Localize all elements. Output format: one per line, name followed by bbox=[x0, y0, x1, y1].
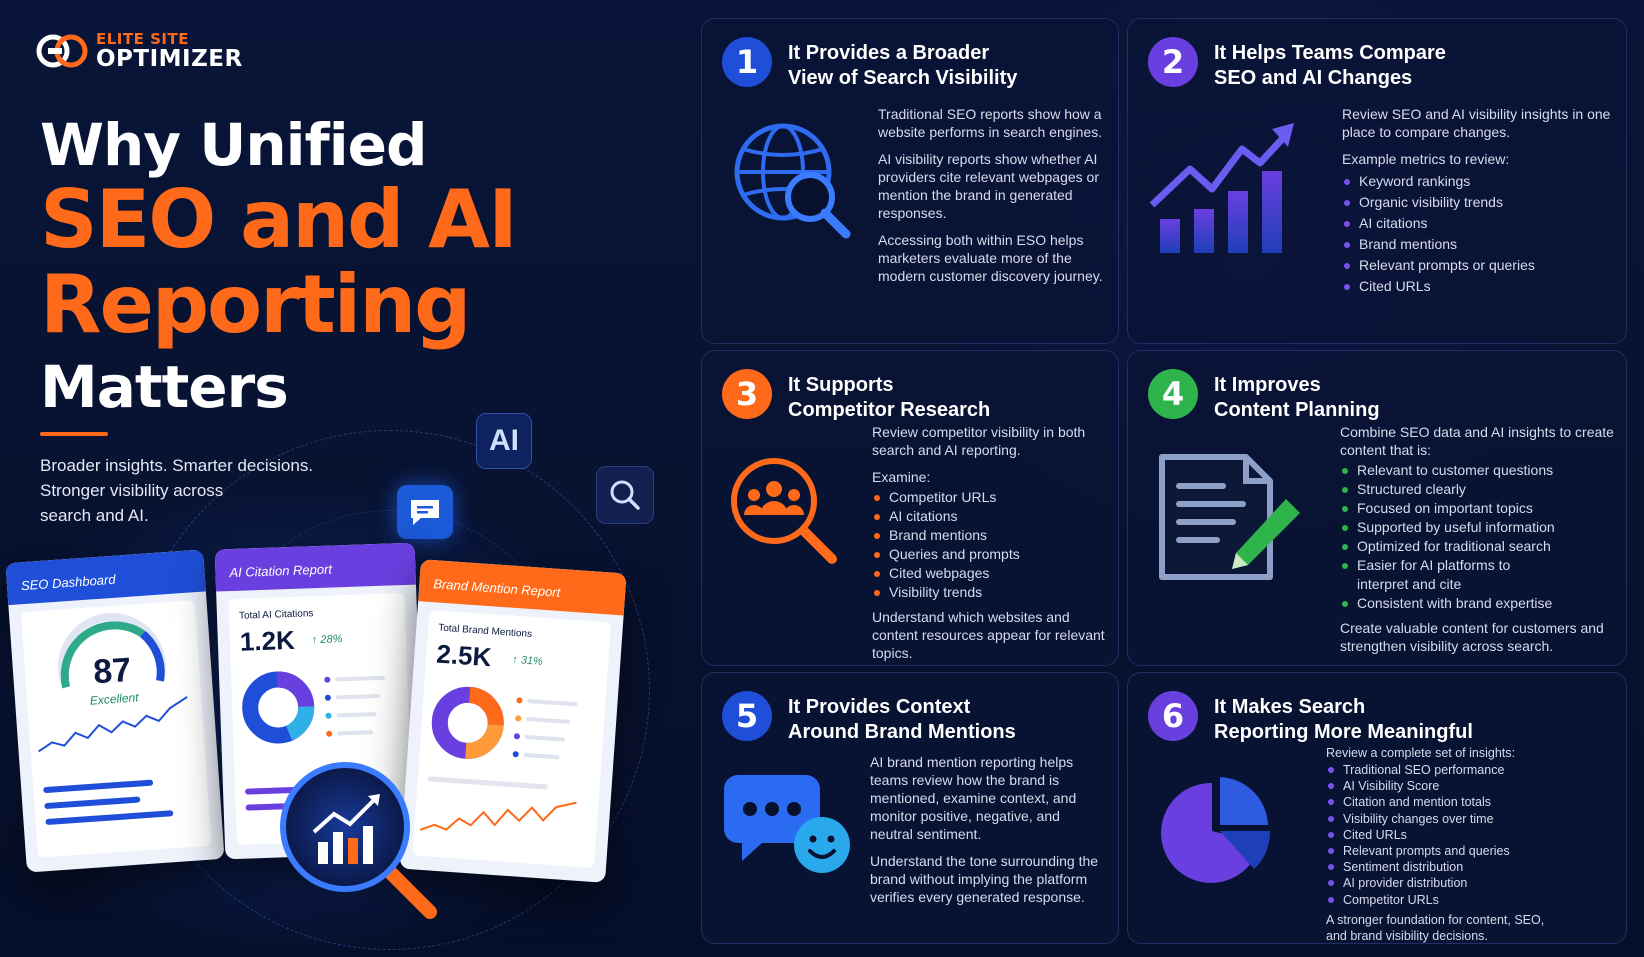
section-body: Review a complete set of insights: Tradi… bbox=[1326, 745, 1622, 944]
section-body: Review competitor visibility in both sea… bbox=[872, 423, 1108, 671]
section-number: 4 bbox=[1148, 369, 1198, 419]
list-item: Optimized for traditional search bbox=[1340, 537, 1624, 556]
citation-metric-label: Total AI Citations bbox=[238, 608, 314, 622]
section-number: 5 bbox=[722, 691, 772, 741]
list-item: Relevant prompts and queries bbox=[1326, 843, 1622, 859]
list-item: AI provider distribution bbox=[1326, 875, 1622, 891]
list-item: Queries and prompts bbox=[872, 545, 1108, 564]
tagline-line: Broader insights. Smarter decisions. bbox=[40, 456, 314, 475]
list-item: AI citations bbox=[1342, 214, 1612, 233]
hero-title-line3: Reporting bbox=[40, 258, 471, 351]
ai-badge: AI bbox=[476, 413, 532, 469]
list-item: Competitor URLs bbox=[872, 488, 1108, 507]
list-item: Relevant prompts or queries bbox=[1342, 256, 1612, 275]
list-item: Supported by useful information bbox=[1340, 518, 1624, 537]
competitor-search-icon bbox=[731, 458, 837, 564]
list-item: Sentiment distribution bbox=[1326, 859, 1622, 875]
tagline-line: search and AI. bbox=[40, 506, 149, 525]
section-body: AI brand mention reporting helps teams r… bbox=[870, 754, 1099, 905]
brand-mention-card[interactable]: Brand Mention Report Total Brand Mention… bbox=[399, 559, 627, 883]
hero-title-line1: Why Unified bbox=[40, 111, 428, 179]
hero-area: ELITE SITE OPTIMIZER Why Unified SEO and… bbox=[0, 0, 690, 957]
section-number: 6 bbox=[1148, 691, 1198, 741]
brand-line1: ELITE SITE bbox=[96, 29, 189, 48]
tagline-line: Stronger visibility across bbox=[40, 481, 224, 500]
list-item: Competitor URLs bbox=[1326, 892, 1622, 908]
chat-sentiment-icon bbox=[724, 775, 850, 873]
brand-line2: OPTIMIZER bbox=[96, 45, 243, 72]
list-item: Relevant to customer questions bbox=[1340, 461, 1624, 480]
hero-title-line4: Matters bbox=[40, 353, 289, 421]
list-item: AI Visibility Score bbox=[1326, 778, 1622, 794]
hero-tagline: Broader insights. Smarter decisions. Str… bbox=[40, 453, 360, 528]
list-item: Visibility trends bbox=[872, 583, 1108, 602]
section-body: Combine SEO data and AI insights to crea… bbox=[1340, 423, 1624, 664]
brand-logo[interactable]: ELITE SITE OPTIMIZER bbox=[36, 30, 243, 72]
section-body: Review SEO and AI visibility insights in… bbox=[1342, 106, 1612, 296]
list-item: Organic visibility trends bbox=[1342, 193, 1612, 212]
seo-dashboard-card[interactable]: SEO Dashboard 87 Excellent bbox=[5, 549, 225, 873]
seo-dashboard-graphics bbox=[38, 613, 188, 825]
list-item: Keyword rankings bbox=[1342, 172, 1612, 191]
ai-citation-title: AI Citation Report bbox=[214, 542, 416, 592]
list-item: AI citations bbox=[872, 507, 1108, 526]
list-item: Cited webpages bbox=[872, 564, 1108, 583]
mention-donut-chart bbox=[419, 686, 578, 831]
mention-value: 2.5K bbox=[435, 638, 493, 673]
list-item: Structured clearly bbox=[1340, 480, 1624, 499]
logo-mark-icon bbox=[36, 34, 88, 68]
list-item: Brand mentions bbox=[1342, 235, 1612, 254]
seo-dashboard-title: SEO Dashboard bbox=[5, 549, 206, 606]
search-icon bbox=[596, 466, 654, 524]
section-number: 1 bbox=[722, 37, 772, 87]
growth-chart-icon bbox=[1149, 123, 1294, 253]
list-item: Visibility changes over time bbox=[1326, 811, 1622, 827]
mention-change: ↑ 31% bbox=[511, 653, 544, 668]
list-item: Consistent with brand expertise bbox=[1340, 594, 1624, 613]
title-underline bbox=[40, 432, 108, 436]
globe-search-icon bbox=[734, 123, 851, 239]
pie-chart-icon bbox=[1161, 777, 1271, 883]
list-item: Easier for AI platforms to bbox=[1340, 556, 1624, 575]
list-item-continued: interpret and cite bbox=[1357, 576, 1462, 592]
list-item: Focused on important topics bbox=[1340, 499, 1624, 518]
document-edit-icon bbox=[1159, 454, 1300, 580]
section-number: 3 bbox=[722, 369, 772, 419]
magnifier-analytics-icon bbox=[280, 762, 437, 919]
citation-change: ↑ 28% bbox=[311, 633, 343, 647]
list-item: Cited URLs bbox=[1342, 277, 1612, 296]
list-item: Brand mentions bbox=[872, 526, 1108, 545]
citation-value: 1.2K bbox=[239, 624, 296, 657]
list-item: Cited URLs bbox=[1326, 827, 1622, 843]
list-item: Citation and mention totals bbox=[1326, 794, 1622, 810]
hero-title-line2: SEO and AI bbox=[40, 173, 518, 266]
section-number: 2 bbox=[1148, 37, 1198, 87]
list-item: Traditional SEO performance bbox=[1326, 762, 1622, 778]
chat-icon bbox=[397, 485, 453, 539]
mention-metric-label: Total Brand Mentions bbox=[437, 622, 533, 641]
section-body: Traditional SEO reports show how a websi… bbox=[878, 106, 1103, 284]
